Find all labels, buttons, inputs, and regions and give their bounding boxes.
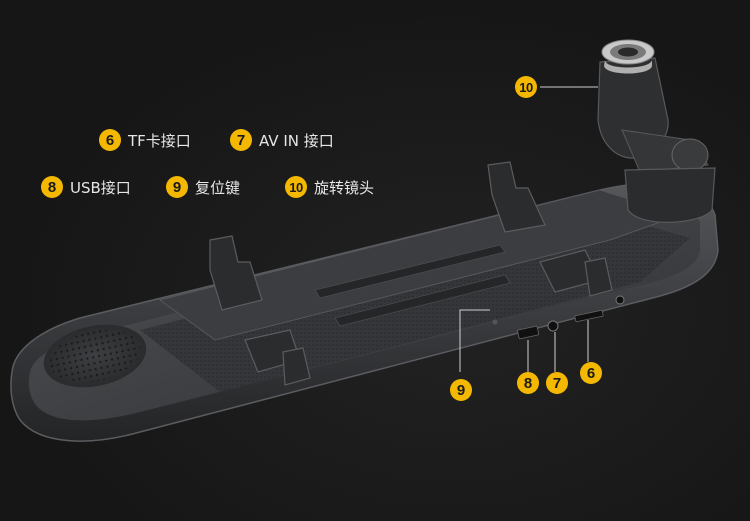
rotating-camera [597, 39, 716, 223]
legend-label: TF卡接口 [128, 131, 191, 150]
legend-label: USB接口 [70, 178, 131, 197]
callout-9-badge: 9 [450, 379, 472, 401]
legend-badge: 9 [166, 176, 188, 198]
callout-7-badge: 7 [546, 372, 568, 394]
legend-badge: 10 [285, 176, 307, 198]
mounting-clips [209, 161, 613, 386]
legend-item-rotating-lens: 10 旋转镜头 [285, 176, 374, 198]
legend-label: 旋转镜头 [314, 178, 375, 197]
callout-6-badge: 6 [580, 362, 602, 384]
legend-label: AV IN 接口 [259, 131, 334, 150]
legend-badge: 8 [41, 176, 63, 198]
legend-badge: 7 [230, 129, 252, 151]
side-ports [492, 295, 625, 340]
callout-8-badge: 8 [517, 372, 539, 394]
legend-item-av-in: 7 AV IN 接口 [230, 129, 334, 151]
legend-badge: 6 [99, 129, 121, 151]
legend-item-reset: 9 复位键 [166, 176, 240, 198]
callout-10-badge: 10 [515, 76, 537, 98]
legend-label: 复位键 [195, 178, 241, 197]
mirror-body [10, 182, 719, 442]
legend-item-tf-card: 6 TF卡接口 [99, 129, 191, 151]
legend-item-usb: 8 USB接口 [41, 176, 131, 198]
callout-lines [459, 86, 598, 372]
